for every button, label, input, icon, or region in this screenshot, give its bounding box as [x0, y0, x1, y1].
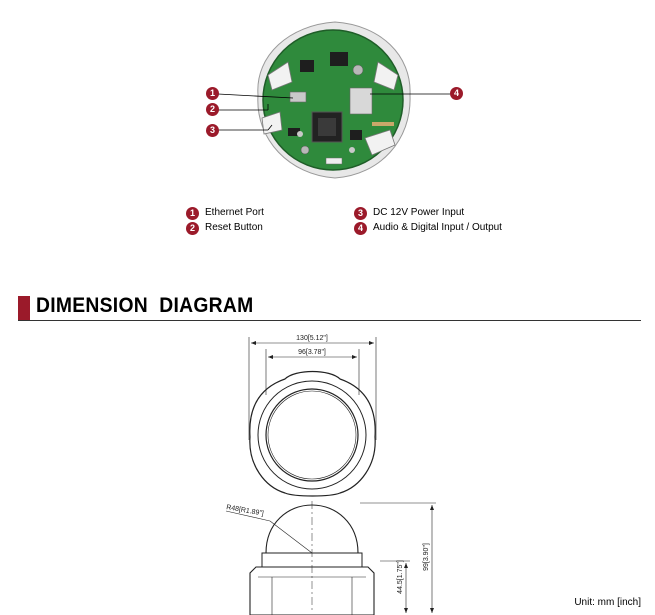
- legend-marker: 2: [186, 221, 199, 235]
- legend-marker: 4: [354, 221, 367, 235]
- legend-item-audio: 4 Audio & Digital Input / Output: [354, 221, 502, 235]
- legend-label: DC 12V Power Input: [373, 207, 465, 218]
- camera-board-illustration: [217, 21, 450, 179]
- side-view: [225, 501, 436, 615]
- section-title: DIMENSION DIAGRAM: [36, 294, 254, 317]
- callout-4-marker: 4: [450, 87, 463, 100]
- legend-label: Reset Button: [205, 222, 263, 233]
- base-height-label: 44.5[1.75"]: [397, 560, 404, 594]
- callout-3-marker: 3: [206, 124, 219, 137]
- total-height-label: 99[3.90"]: [423, 543, 430, 571]
- callout-1-marker: 1: [206, 87, 219, 100]
- legend-marker: 3: [354, 206, 367, 220]
- legend-label: Ethernet Port: [205, 207, 264, 218]
- legend-marker: 1: [186, 206, 199, 220]
- top-view: [248, 337, 377, 497]
- section-accent-bar: [18, 296, 30, 320]
- callout-2-marker: 2: [206, 103, 219, 116]
- legend-item-ethernet: 1 Ethernet Port: [186, 206, 264, 220]
- section-divider: [18, 320, 641, 321]
- dimension-drawing: 130[5.12"] 96[3.78"] R48[R1.89"] 99[3.90…: [225, 335, 436, 615]
- legend-item-reset: 2 Reset Button: [186, 221, 263, 235]
- inner-width-label: 96[3.78"]: [298, 349, 326, 356]
- unit-label: Unit: mm [inch]: [574, 597, 641, 608]
- board-figure: 1 2 3 4: [0, 0, 655, 200]
- legend-item-power: 3 DC 12V Power Input: [354, 206, 464, 220]
- legend-label: Audio & Digital Input / Output: [373, 222, 502, 233]
- outer-width-label: 130[5.12"]: [296, 335, 328, 342]
